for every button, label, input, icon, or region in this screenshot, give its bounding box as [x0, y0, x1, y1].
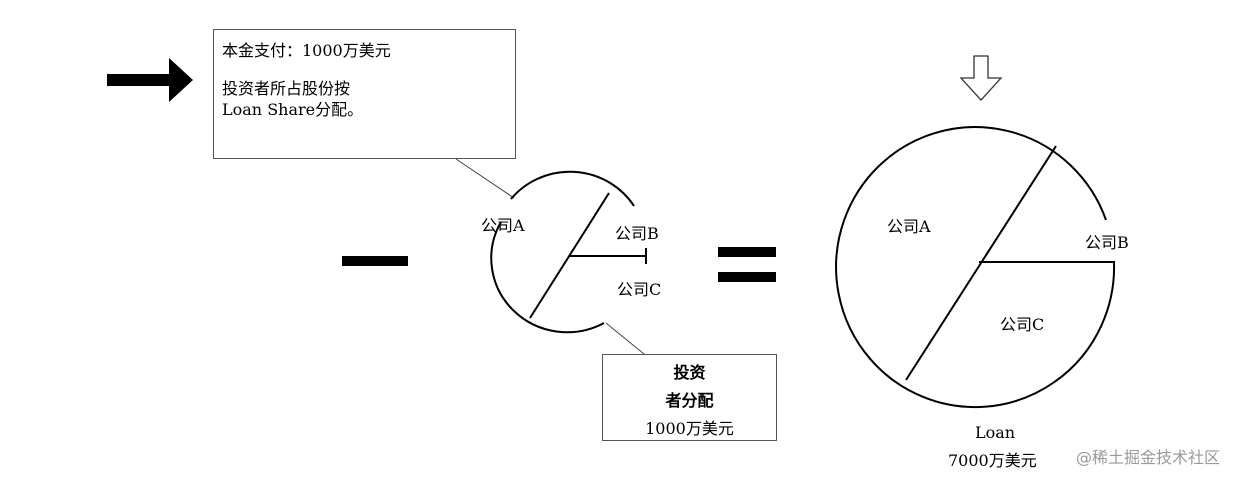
- minus-sign: [342, 256, 408, 266]
- large-pie: [835, 126, 1116, 409]
- arrow-right-icon: [107, 58, 193, 102]
- investor-amount: 1000万美元: [645, 419, 734, 438]
- equals-sign: [718, 247, 776, 282]
- large-pie-label-b: 公司B: [1085, 233, 1129, 252]
- investor-title-line1: 投资: [673, 363, 706, 382]
- large-pie-label-a: 公司A: [887, 217, 931, 236]
- small-pie-label-c: 公司C: [617, 280, 662, 299]
- note-line-principal: 本金支付：1000万美元: [222, 41, 391, 60]
- watermark: @稀土掘金技术社区: [1075, 448, 1220, 467]
- small-pie: [490, 170, 647, 334]
- loan-caption: Loan: [975, 423, 1016, 442]
- small-pie-label-b: 公司B: [615, 224, 659, 243]
- investor-allocation-box: 投资 者分配 1000万美元: [602, 354, 777, 441]
- small-pie-label-a: 公司A: [481, 216, 525, 235]
- arrow-down-outline-icon: [959, 55, 1003, 101]
- large-pie-label-c: 公司C: [1000, 315, 1045, 334]
- investor-title-line2: 者分配: [665, 391, 714, 410]
- note-line-loan-share: Loan Share分配。: [222, 100, 364, 119]
- note-connector: [455, 158, 515, 199]
- note-line-share: 投资者所占股份按: [222, 79, 351, 98]
- principal-payment-note: 本金支付：1000万美元 投资者所占股份按 Loan Share分配。: [213, 29, 516, 159]
- loan-amount: 7000万美元: [948, 451, 1037, 470]
- investor-connector: [605, 322, 645, 355]
